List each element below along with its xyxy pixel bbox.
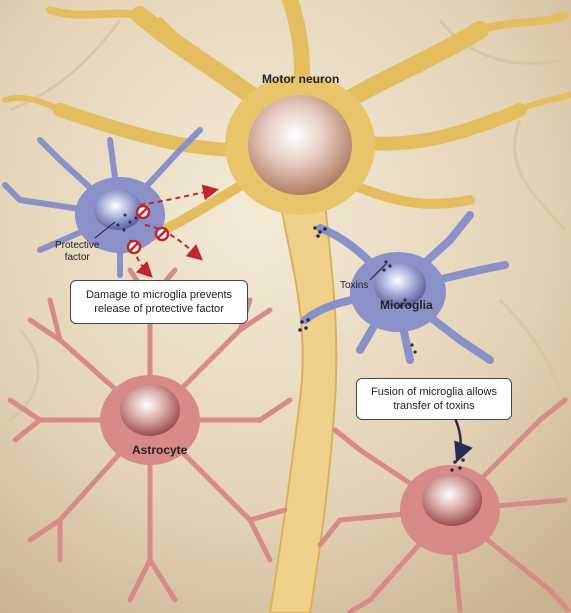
motor-neuron-label: Motor neuron <box>262 72 339 86</box>
protective-factor-label: Protective factor <box>55 240 99 264</box>
inhibit-icon <box>128 241 140 253</box>
inhibit-icon <box>137 206 149 218</box>
protective-factor-label-line2: factor <box>55 252 99 264</box>
microglia-label: Microglia <box>380 298 433 312</box>
inhibit-icon <box>156 228 168 240</box>
damage-callout-line1: Damage to microglia prevents <box>77 288 241 302</box>
toxins-label: Toxins <box>340 280 368 291</box>
damage-callout-line2: release of protective factor <box>77 302 241 316</box>
neuron-nucleus <box>248 95 352 195</box>
damage-callout: Damage to microglia prevents release of … <box>70 280 248 324</box>
astrocyte-right-nucleus <box>422 474 482 526</box>
astrocyte-left-nucleus <box>120 384 180 436</box>
astrocyte-label: Astrocyte <box>132 443 187 457</box>
fusion-callout: Fusion of microglia allows transfer of t… <box>356 378 512 420</box>
fusion-callout-line2: transfer of toxins <box>363 399 505 413</box>
fusion-callout-line1: Fusion of microglia allows <box>363 385 505 399</box>
protective-factor-label-line1: Protective <box>55 240 99 252</box>
